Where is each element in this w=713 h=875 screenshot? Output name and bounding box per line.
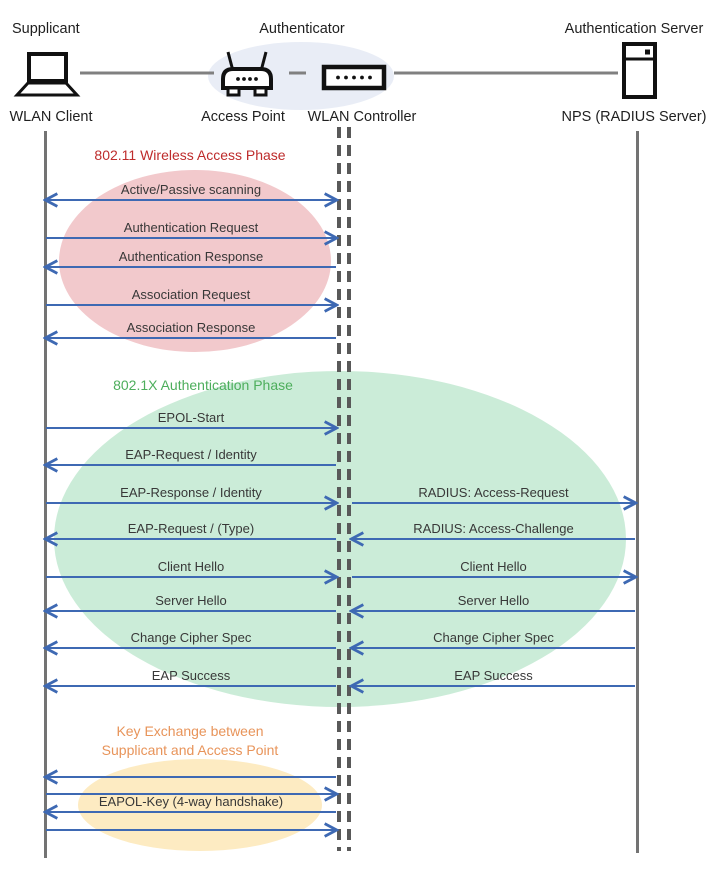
message-label: EAP-Request / (Type) xyxy=(128,521,254,536)
message-label: Change Cipher Spec xyxy=(131,630,252,645)
wlan-controller-icon xyxy=(321,64,387,91)
role-authenticator: Authenticator xyxy=(259,21,345,37)
message-label: Client Hello xyxy=(158,559,224,574)
laptop-icon xyxy=(13,52,81,97)
phase1-title: 802.11 Wireless Access Phase xyxy=(94,147,285,163)
message-label: Server Hello xyxy=(458,593,530,608)
message-label: Association Response xyxy=(127,320,256,335)
phase3-ellipse xyxy=(78,759,322,851)
message-label: Association Request xyxy=(132,287,251,302)
message-label: Active/Passive scanning xyxy=(121,182,261,197)
message-label: Client Hello xyxy=(460,559,526,574)
message-label: Server Hello xyxy=(155,593,227,608)
role-authentication-server: Authentication Server xyxy=(565,21,704,37)
message-label: EAP Success xyxy=(454,668,533,683)
message-label: Change Cipher Spec xyxy=(433,630,554,645)
server-icon xyxy=(622,42,657,99)
phase2-ellipse xyxy=(54,371,626,707)
label-wlan-controller: WLAN Controller xyxy=(308,109,417,125)
message-label: RADIUS: Access-Challenge xyxy=(413,521,573,536)
phase3-title-line1: Key Exchange between xyxy=(116,723,263,739)
label-nps-radius-server: NPS (RADIUS Server) xyxy=(561,109,706,125)
role-supplicant: Supplicant xyxy=(12,21,80,37)
message-label: EAPOL-Key (4-way handshake) xyxy=(99,794,283,809)
message-label: Authentication Request xyxy=(124,220,259,235)
access-point-icon xyxy=(221,51,273,97)
label-access-point: Access Point xyxy=(201,109,285,125)
message-label: EAP-Request / Identity xyxy=(125,447,257,462)
message-label: RADIUS: Access-Request xyxy=(418,485,569,500)
phase3-title-line2: Supplicant and Access Point xyxy=(102,742,279,758)
message-label: EAP-Response / Identity xyxy=(120,485,262,500)
label-wlan-client: WLAN Client xyxy=(10,109,93,125)
phase1-ellipse xyxy=(59,170,331,352)
phase2-title: 802.1X Authentication Phase xyxy=(113,377,293,393)
message-label: Authentication Response xyxy=(119,249,264,264)
message-label: EPOL-Start xyxy=(158,410,225,425)
message-label: EAP Success xyxy=(152,668,231,683)
